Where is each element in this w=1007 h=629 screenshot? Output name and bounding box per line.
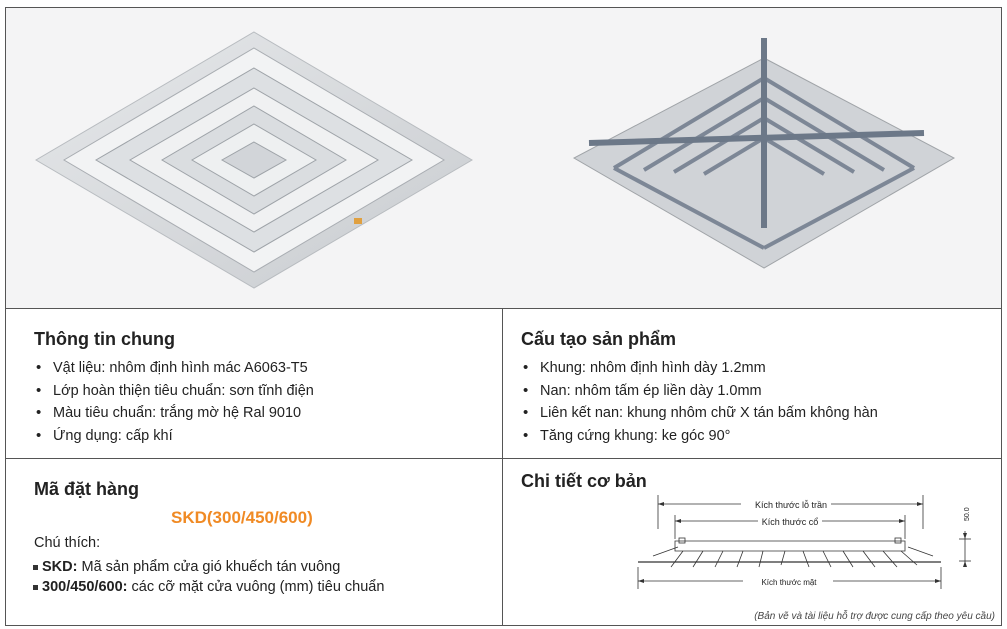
footnote: (Bản vẽ và tài liệu hỗ trợ được cung cấp… bbox=[754, 611, 995, 622]
list-item: Lớp hoàn thiện tiêu chuẩn: sơn tĩnh điện bbox=[33, 380, 314, 403]
list-item: Màu tiêu chuẩn: trắng mờ hệ Ral 9010 bbox=[33, 402, 314, 425]
dim-ceiling-hole-label: Kích thước lỗ trần bbox=[755, 500, 827, 510]
dim-height-label: 50.0 bbox=[964, 507, 971, 521]
general-info-list: Vật liệu: nhôm định hình mác A6063-T5 Lớ… bbox=[33, 357, 314, 447]
list-item: Vật liệu: nhôm định hình mác A6063-T5 bbox=[33, 357, 314, 380]
list-item: Ứng dụng: cấp khí bbox=[33, 425, 314, 448]
square-diffuser-photo bbox=[35, 31, 473, 289]
list-item: Tăng cứng khung: ke góc 90° bbox=[520, 425, 878, 448]
structure-list: Khung: nhôm định hình dày 1.2mm Nan: nhô… bbox=[520, 357, 878, 447]
spec-sheet: Thông tin chung Vật liệu: nhôm định hình… bbox=[5, 7, 1002, 626]
note-label: Chú thích: bbox=[34, 535, 101, 551]
order-code-title: Mã đặt hàng bbox=[34, 479, 140, 499]
section-drawing: Kích thước lỗ trần Kích thước cổ Kích th… bbox=[637, 495, 971, 589]
dim-neck-label: Kích thước cổ bbox=[762, 517, 818, 527]
list-item: Liên kết nan: khung nhôm chữ X tán bấm k… bbox=[520, 402, 878, 425]
order-code-section: Mã đặt hàng SKD(300/450/600) Chú thích: … bbox=[6, 459, 503, 625]
diffuser-front-view bbox=[35, 31, 956, 289]
details-title: Chi tiết cơ bản bbox=[521, 471, 647, 491]
legend-item: 300/450/600: các cỡ mặt cửa vuông (mm) t… bbox=[33, 577, 384, 597]
diffuser-frame-photo bbox=[572, 38, 956, 269]
product-images bbox=[6, 8, 1001, 309]
general-info-title: Thông tin chung bbox=[34, 329, 175, 349]
general-info-section: Thông tin chung Vật liệu: nhôm định hình… bbox=[6, 309, 503, 459]
legend-item: SKD: Mã sản phẩm cửa gió khuếch tán vuôn… bbox=[33, 557, 384, 577]
square-bullet-icon bbox=[33, 564, 38, 570]
order-code-value: SKD(300/450/600) bbox=[171, 508, 313, 527]
dim-face-label: Kích thước mặt bbox=[761, 578, 817, 587]
structure-title: Cấu tạo sản phẩm bbox=[521, 329, 677, 349]
square-bullet-icon bbox=[33, 584, 38, 590]
details-section: Chi tiết cơ bản bbox=[503, 459, 1001, 625]
list-item: Nan: nhôm tấm ép liền dày 1.0mm bbox=[520, 380, 878, 403]
structure-section: Cấu tạo sản phẩm Khung: nhôm định hình d… bbox=[503, 309, 1001, 459]
code-legend: SKD: Mã sản phẩm cửa gió khuếch tán vuôn… bbox=[33, 557, 384, 597]
list-item: Khung: nhôm định hình dày 1.2mm bbox=[520, 357, 878, 380]
